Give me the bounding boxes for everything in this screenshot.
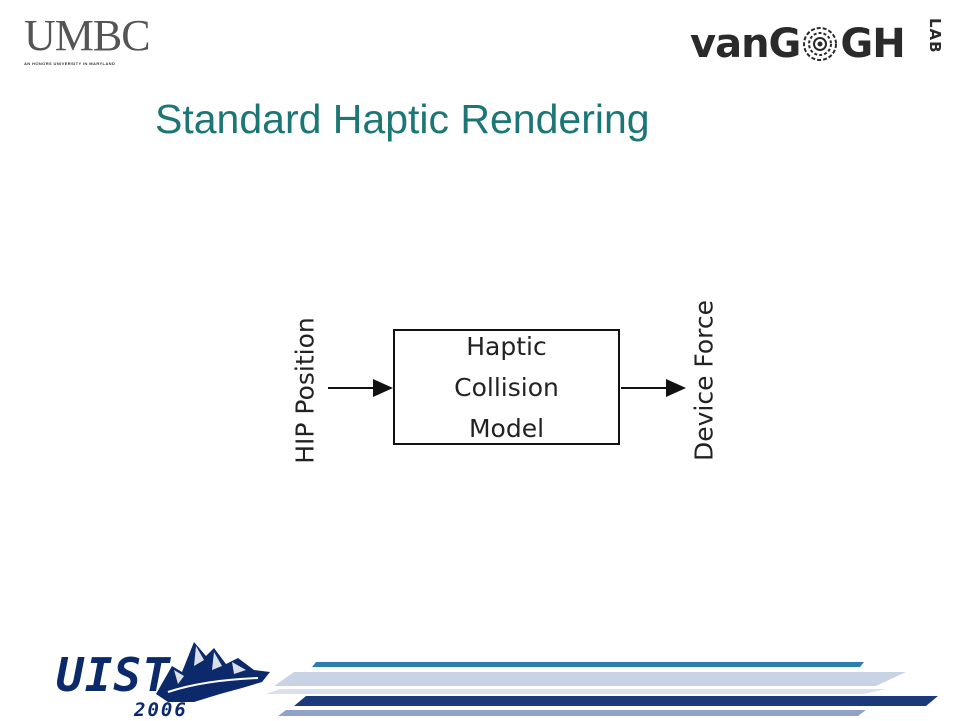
uist-text: UIST — [56, 648, 171, 702]
output-label-device-force: Device Force — [689, 299, 719, 462]
diagram-arrows — [328, 379, 686, 397]
footer-stripe-pale — [266, 689, 886, 694]
umbc-logo: UMBC AN HONORS UNIVERSITY IN MARYLAND — [24, 11, 159, 67]
vangogh-lab-label: LAB — [926, 18, 944, 54]
footer-stripe-blue — [312, 662, 864, 667]
umbc-logo-text: UMBC — [24, 11, 151, 60]
vangogh-wordmark: vanG GH — [690, 21, 906, 67]
vangogh-wordmark-right: GH — [840, 21, 905, 67]
model-box-label: Haptic Collision Model — [454, 331, 559, 443]
mountain-icon — [156, 642, 270, 702]
footer-stripes — [266, 662, 938, 716]
output-arrow — [621, 379, 686, 397]
vangogh-wordmark-left: vanG — [690, 21, 801, 67]
vangogh-lab-logo: vanG GH LAB — [690, 14, 946, 68]
haptic-collision-model-box: Haptic Collision Model — [393, 329, 620, 445]
input-label-hip-position: HIP Position — [290, 317, 320, 464]
slide-title: Standard Haptic Rendering — [155, 96, 650, 142]
haptic-rendering-diagram: HIP Position Haptic Collision Model Devi… — [280, 290, 720, 490]
footer-stripe-light — [274, 672, 906, 686]
swirl-icon — [803, 27, 838, 61]
footer-stripe-dark — [294, 696, 938, 706]
uist-2006-logo: UIST 2006 — [56, 636, 272, 720]
umbc-logo-tagline: AN HONORS UNIVERSITY IN MARYLAND — [24, 61, 116, 66]
input-arrow — [328, 379, 393, 397]
uist-year: 2006 — [134, 699, 188, 721]
footer-stripe-mid — [278, 710, 866, 716]
